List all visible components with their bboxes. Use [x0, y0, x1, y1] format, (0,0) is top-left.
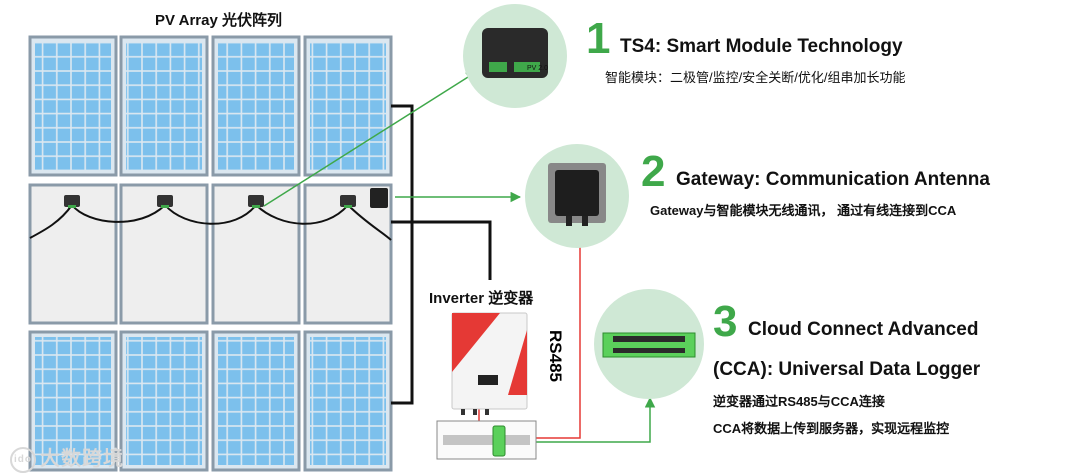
gateway-number: 2 [641, 147, 666, 196]
arrow-to-cca [536, 396, 656, 443]
pv-array-bottom-row [28, 330, 393, 472]
gateway-description: Gateway与智能模块无线通讯， 通过有线连接到CCA [650, 203, 957, 218]
ts4-title: TS4: Smart Module Technology [620, 36, 903, 57]
watermark-logo-icon: ido [10, 446, 36, 473]
pv-array-title: PV Array 光伏阵列 [155, 12, 282, 29]
terminal-bus [436, 420, 537, 460]
cca-description-2: CCA将数据上传到服务器，实现远程监控 [713, 421, 950, 436]
watermark-text: 大数跨境 [40, 448, 124, 470]
arrow-to-ts4 [263, 71, 477, 207]
cca-device-circle [594, 289, 704, 399]
ts4-module-4 [340, 195, 356, 208]
gateway-title: Gateway: Communication Antenna [676, 169, 990, 190]
ts4-number: 1 [586, 14, 611, 63]
pv-array-top-row [28, 35, 393, 177]
ts4-device-label: PV 2.0 [527, 65, 548, 72]
cca-number: 3 [713, 297, 738, 346]
dc-wiring [391, 104, 492, 405]
inverter-title: Inverter 逆变器 [429, 290, 534, 307]
ts4-description: 智能模块：二极管/监控/安全关断/优化/组串加长功能 [605, 70, 906, 85]
ts4-module-1 [64, 195, 80, 208]
cca-title-line1: Cloud Connect Advanced [748, 319, 979, 340]
gateway-on-panel [370, 188, 388, 208]
pv-array-middle-row [28, 183, 393, 325]
gateway-device-circle [525, 144, 629, 248]
inverter-device [451, 312, 528, 415]
ts4-device-circle [463, 4, 567, 108]
cca-title-line2: (CCA): Universal Data Logger [713, 359, 981, 380]
cca-description-1: 逆变器通过RS485与CCA连接 [713, 394, 885, 409]
ts4-module-2 [157, 195, 173, 208]
ts4-module-3 [248, 195, 264, 208]
rs485-label: RS485 [546, 330, 565, 382]
